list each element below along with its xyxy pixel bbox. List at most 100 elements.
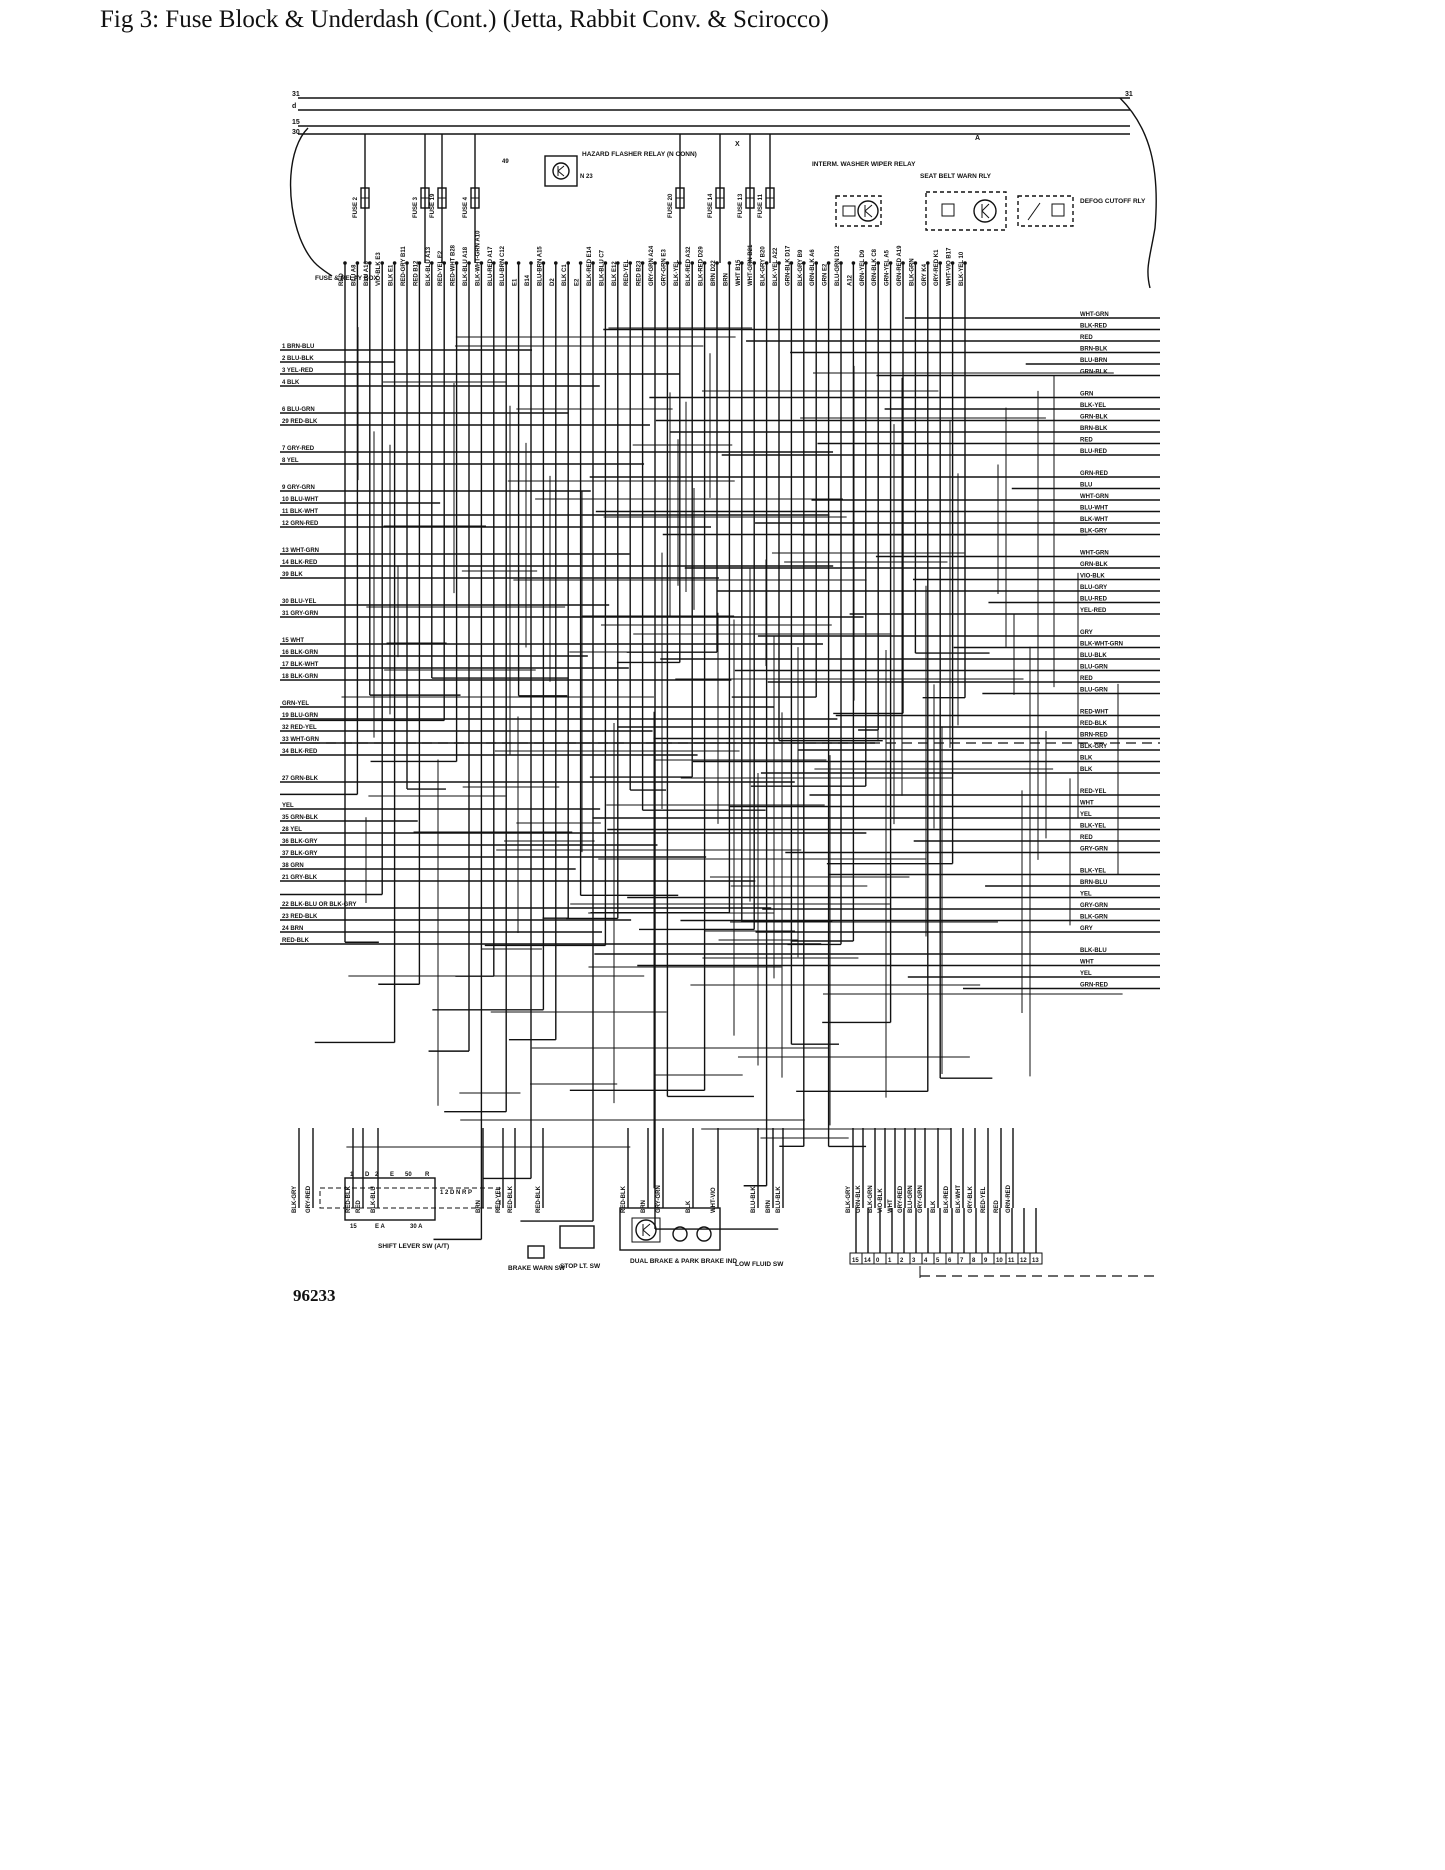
left-wire-label: 29 RED-BLK xyxy=(282,419,318,425)
bottom-wire-label: RED-BLK xyxy=(346,1185,352,1213)
right-wire-label: RED-BLK xyxy=(1080,721,1108,727)
brake-warn-label: BRAKE WARN SW xyxy=(508,1265,566,1272)
splice-dot xyxy=(442,261,446,265)
top-wire-label: A12 xyxy=(847,274,853,286)
right-wire-label: BRN-RED xyxy=(1080,733,1108,739)
right-wire-label: BLK-YEL xyxy=(1080,824,1106,830)
splice-dot xyxy=(864,261,868,265)
top-wire-label: GRY-RED K1 xyxy=(934,249,940,286)
fuse-box-edge-left xyxy=(289,127,333,277)
splice-dot xyxy=(938,261,942,265)
terminal-label: X xyxy=(735,141,740,148)
splice-dot xyxy=(777,261,781,265)
terminal-label: 15 xyxy=(292,119,300,126)
top-wire-label: GRN-RED A19 xyxy=(897,245,903,286)
right-wire-label: BLK-GRN xyxy=(1080,915,1108,921)
top-wire-label: BLK-GRY B9 xyxy=(798,249,804,286)
bottom-wire-label: BLK-GRY xyxy=(292,1186,298,1213)
top-wire-label: WHT-GRN B21 xyxy=(748,244,754,286)
right-wire-label: BLU-GRY xyxy=(1080,585,1107,591)
top-wire-label: BLK-YEL 10 xyxy=(959,251,965,286)
splice-dot xyxy=(616,261,620,265)
top-wire-label: GRN-YEL D9 xyxy=(860,249,866,286)
splice-dot xyxy=(740,261,744,265)
bottom-wire-label: BLK-WHT xyxy=(956,1185,962,1213)
left-wire-label: 36 BLK-GRY xyxy=(282,839,317,845)
top-wire-label: D2 xyxy=(550,278,556,286)
top-wire-label: BLK-YEL A22 xyxy=(773,247,779,286)
left-wire-label: 12 GRN-RED xyxy=(282,521,319,527)
top-wire-label: BLK-RED E14 xyxy=(587,246,593,286)
figure-id: 96233 xyxy=(293,1286,336,1305)
bottom-wire-label: GRY-GRN xyxy=(918,1185,924,1213)
shift-terminal-label: 50 xyxy=(405,1172,412,1178)
splice-dot xyxy=(368,261,372,265)
right-wire-label: BLU-GRN xyxy=(1080,665,1108,671)
splice-dot xyxy=(814,261,818,265)
top-wire-label: RED-GRY B11 xyxy=(401,246,407,286)
shift-terminal-label: 2 xyxy=(375,1172,379,1178)
left-wire-label: 19 BLU-GRN xyxy=(282,713,318,719)
left-wire-label: 3 YEL-RED xyxy=(282,368,314,374)
right-wire-label: RED xyxy=(1080,835,1093,841)
right-wire-label: VIO-BLK xyxy=(1080,574,1105,580)
top-wire-label: BLK C1 xyxy=(562,264,568,286)
top-wire-label: BLU A16 xyxy=(364,261,370,286)
left-wire-label: 18 BLK-GRN xyxy=(282,674,318,680)
top-wire-label: BLK-GRY B20 xyxy=(761,246,767,286)
splice-dot xyxy=(876,261,880,265)
right-wire-label: GRN-BLK xyxy=(1080,370,1108,376)
fuse-label: FUSE 14 xyxy=(708,193,714,218)
left-wire-label: 4 BLK xyxy=(282,380,300,386)
left-wire-label: 11 BLK-WHT xyxy=(282,509,318,515)
bottom-wire-label: GRY-RED xyxy=(306,1185,312,1213)
left-wire-label: 34 BLK-RED xyxy=(282,749,318,755)
connector-pin-label: 1 xyxy=(888,1258,892,1264)
left-wire-label: 35 GRN-BLK xyxy=(282,815,319,821)
left-wire-label: 6 BLU-GRN xyxy=(282,407,315,413)
right-wire-label: BLK xyxy=(1080,756,1093,762)
top-wire-label: BLK-GRN xyxy=(909,258,915,286)
terminal-label: 31 xyxy=(292,91,300,98)
splice-dot xyxy=(950,261,955,265)
low-fluid-switch: LOW FLUID SW xyxy=(735,1261,784,1268)
brake-warn-switch: BRAKE WARN SW xyxy=(508,1245,566,1272)
connector-pin-label: 7 xyxy=(960,1258,964,1264)
dual-brake-indicator: DUAL BRAKE & PARK BRAKE IND xyxy=(619,1207,737,1265)
top-wire-label: GRN-BLK C8 xyxy=(872,248,878,286)
left-wire-label: 10 BLU-WHT xyxy=(282,497,319,503)
right-wire-label: WHT-GRN xyxy=(1080,494,1109,500)
washer-relay-label: INTERM. WASHER WIPER RELAY xyxy=(812,161,916,168)
right-wire-label: YEL xyxy=(1080,812,1092,818)
right-wire-label: GRY-GRN xyxy=(1080,903,1108,909)
horizontal-wire-group xyxy=(280,317,1160,1148)
splice-dot xyxy=(603,261,608,265)
splice-dot xyxy=(764,261,769,265)
left-wire-label: 1 BRN-BLU xyxy=(282,344,314,350)
top-wire-label: GRN-BLK A6 xyxy=(810,249,816,286)
right-wire-label: RED xyxy=(1080,335,1093,341)
top-wire-label: RED-YEL xyxy=(624,259,630,286)
shift-terminal-label: E xyxy=(390,1172,394,1178)
shift-terminal-label: 15 xyxy=(350,1224,357,1230)
top-wire-label: WHT B15 xyxy=(736,259,742,286)
splice-dot xyxy=(789,261,794,265)
left-wire-label: 9 GRY-GRN xyxy=(282,485,315,491)
top-wire-label: BRN xyxy=(723,273,729,286)
top-wire-label: BLK E12 xyxy=(612,261,618,286)
shift-lever-switch: 1 2 D N R P SHIFT LEVER SW (A/T) xyxy=(319,1177,501,1250)
terminal-label: A xyxy=(975,135,980,142)
top-wire-label: BLK-WHT-GRN A10 xyxy=(475,230,481,286)
splice-dot xyxy=(826,261,831,265)
terminal-label: d xyxy=(292,103,296,110)
splice-dot xyxy=(492,261,496,265)
top-wire-label: BLK-RED D29 xyxy=(699,246,705,286)
right-wire-label: BLU xyxy=(1080,483,1092,489)
left-wire-label: 28 YEL xyxy=(282,827,302,833)
fuse-box-label: FUSE & RELAY BOX xyxy=(315,275,379,282)
bottom-wire-label: GRN-BLK xyxy=(856,1185,862,1213)
top-wire-label: GRN-YEL A5 xyxy=(885,249,891,286)
fuse-label: FUSE 13 xyxy=(738,193,744,218)
shift-terminal-label: R xyxy=(425,1172,430,1178)
